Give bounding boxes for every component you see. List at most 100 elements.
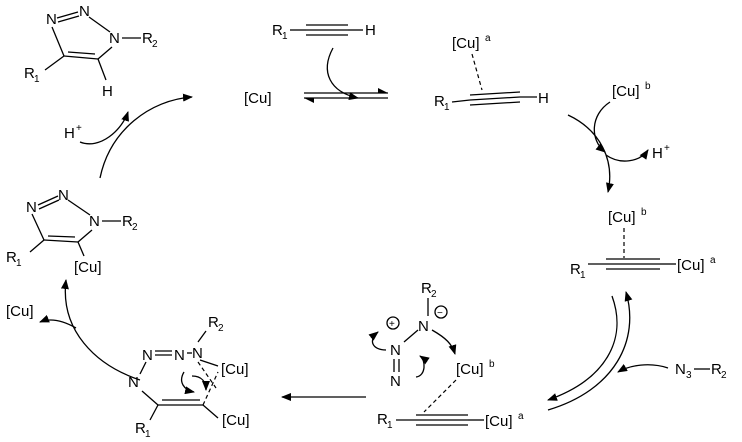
dinuclear-cu-a: [Cu] [677,257,705,274]
metallacycle-n-lower: N [128,374,139,391]
azide-complex-r1-sub: 1 [387,420,393,431]
bond-n-n1 [88,16,111,33]
triazole-r1-sub: 1 [34,74,40,85]
pi-complex-cu: [Cu] [452,35,480,52]
azide-reagent: N 3 R 2 [675,361,727,381]
azide-complex-cu-a-sup: a [518,411,524,422]
dinuclear-r1: R [570,261,581,278]
pi-complex-cu-sup: a [485,33,491,44]
azide-complex-r1: R [377,411,388,428]
cu-triazolide-bond-n-n1 [67,199,91,216]
deprotonation-arc-arrow [567,114,614,193]
triazole-product: N N N R 2 R 1 H [24,3,158,100]
pi-complex-h: H [538,90,549,107]
cu-triazolide-c5-n1 [77,229,93,243]
cu-triazolide-c4-c5-double [47,235,76,238]
cu-triazolide-bond-cu [77,241,85,257]
bond-c5-n1 [97,46,113,60]
terminal-alkyne: R 1 H [272,22,376,42]
cu-triazolide-r1-sub: 1 [16,258,22,269]
proton-left: H [64,125,75,142]
metallacycle-n-c: N [192,345,203,362]
azide-complex-r2: R [421,280,432,297]
triazole-n1: N [109,30,120,47]
bond-c4-r1 [44,55,65,71]
cu-triazolide-n-top: N [58,187,69,204]
dinuclear-cu-b: [Cu] [608,209,636,226]
proton-release-arrow [605,149,649,162]
azide-complex: R 2 N − + N N [Cu] b R 1 [Cu] a [368,280,524,431]
metallacycle-r1: R [135,420,146,437]
metallacycle-r2-sub: 2 [218,323,224,334]
azide-binding-forward-arrow [547,295,618,401]
metallacycle-dashed-2 [202,371,219,406]
equilibrium-forward-head [378,88,388,93]
cu-b-reagent: [Cu] [612,83,640,100]
metallacycle-bond-cu2 [202,404,219,419]
bond-c4-c5 [63,55,99,60]
cu-triazolide-n-left: N [26,199,37,216]
metallacycle-n-a: N [142,347,153,364]
metallacycle-bond-n-c [141,390,159,406]
metallacycle-curly-arrow-2 [191,375,210,391]
metallacycle-dashed-1 [197,361,217,389]
equilibrium-arrows [304,88,388,103]
cu-triazolide-cu: [Cu] [74,259,102,276]
equilibrium-reverse-head [304,98,314,103]
released-cu: [Cu] [6,303,34,320]
cu-triazolide-double-n-n [38,199,60,210]
azide-complex-r2-sub: 2 [431,289,437,300]
bond-c5-h [97,58,107,81]
metallacycle-bond-cu [199,359,219,367]
cu-b-reagent-sup: b [645,81,651,92]
bond-n-n-double [57,15,80,23]
cu-triazolide-n1: N [89,213,100,230]
pi-complex-r1-sub: 1 [444,102,450,113]
bond-c4-c5-double [67,51,96,55]
azide-entry-arrow [617,364,669,373]
pi-complex-triple-3 [469,101,521,106]
azide-complex-cu-a: [Cu] [485,413,513,430]
triazole-r1: R [24,65,35,82]
cu-release-arrow [39,314,77,329]
proton-right-charge: + [664,143,670,154]
cu-triazolide-r2: R [122,213,133,230]
cu-triazolide-bond-r1 [29,239,45,253]
plus-charge: + [389,319,395,330]
bond-n-n [56,11,79,19]
azide-complex-dashed-bond [423,379,457,413]
pi-complex-triple-1 [469,91,521,96]
metallacycle-cu-2: [Cu] [222,412,250,429]
metallacycle-intermediate: R 2 N N N N [Cu] [Cu] R 1 [128,314,250,440]
azide-n3-sub: 3 [686,370,692,381]
triazole-n-top-left: N [46,11,57,28]
ring-contraction-arc-arrow [60,279,141,381]
dinuclear-r1-sub: 1 [580,270,586,281]
azide-complex-curly-arrow-middle [415,355,430,378]
azide-complex-n-minus: N [418,318,429,335]
metallacycle-bond-r2 [197,330,207,343]
alkyne-entry-arrow [326,47,359,101]
dinuclear-cu-b-sup: b [641,207,647,218]
bond-n-c4 [51,26,65,57]
metallacycle-bond-r1 [149,404,159,421]
proton-right: H [652,145,663,162]
plus-charge-circle [386,316,400,330]
cu-triazolide-bond-n-n [37,195,59,206]
azide-complex-cu-b-sup: b [489,359,495,370]
azide-complex-cu-b: [Cu] [456,361,484,378]
metallacycle-r1-sub: 1 [145,429,151,437]
metallacycle-bond-n-down [139,361,147,375]
triazole-r2: R [142,30,153,47]
metallacycle-r2: R [208,314,219,331]
minus-charge-circle [434,305,448,319]
cu-triazolide-bond-n-c4 [31,213,45,241]
metallacycle-n-b: N [174,347,185,364]
catalyst-cu: [Cu] [244,90,272,107]
cu-triazolide-r2-sub: 2 [132,222,138,233]
cu-b-entry-arrow [593,101,611,153]
cu-pi-complex: [Cu] a R 1 H [434,33,549,113]
cu-triazolide: N N N R 2 R 1 [Cu] [6,187,138,276]
minus-charge: − [437,308,443,319]
